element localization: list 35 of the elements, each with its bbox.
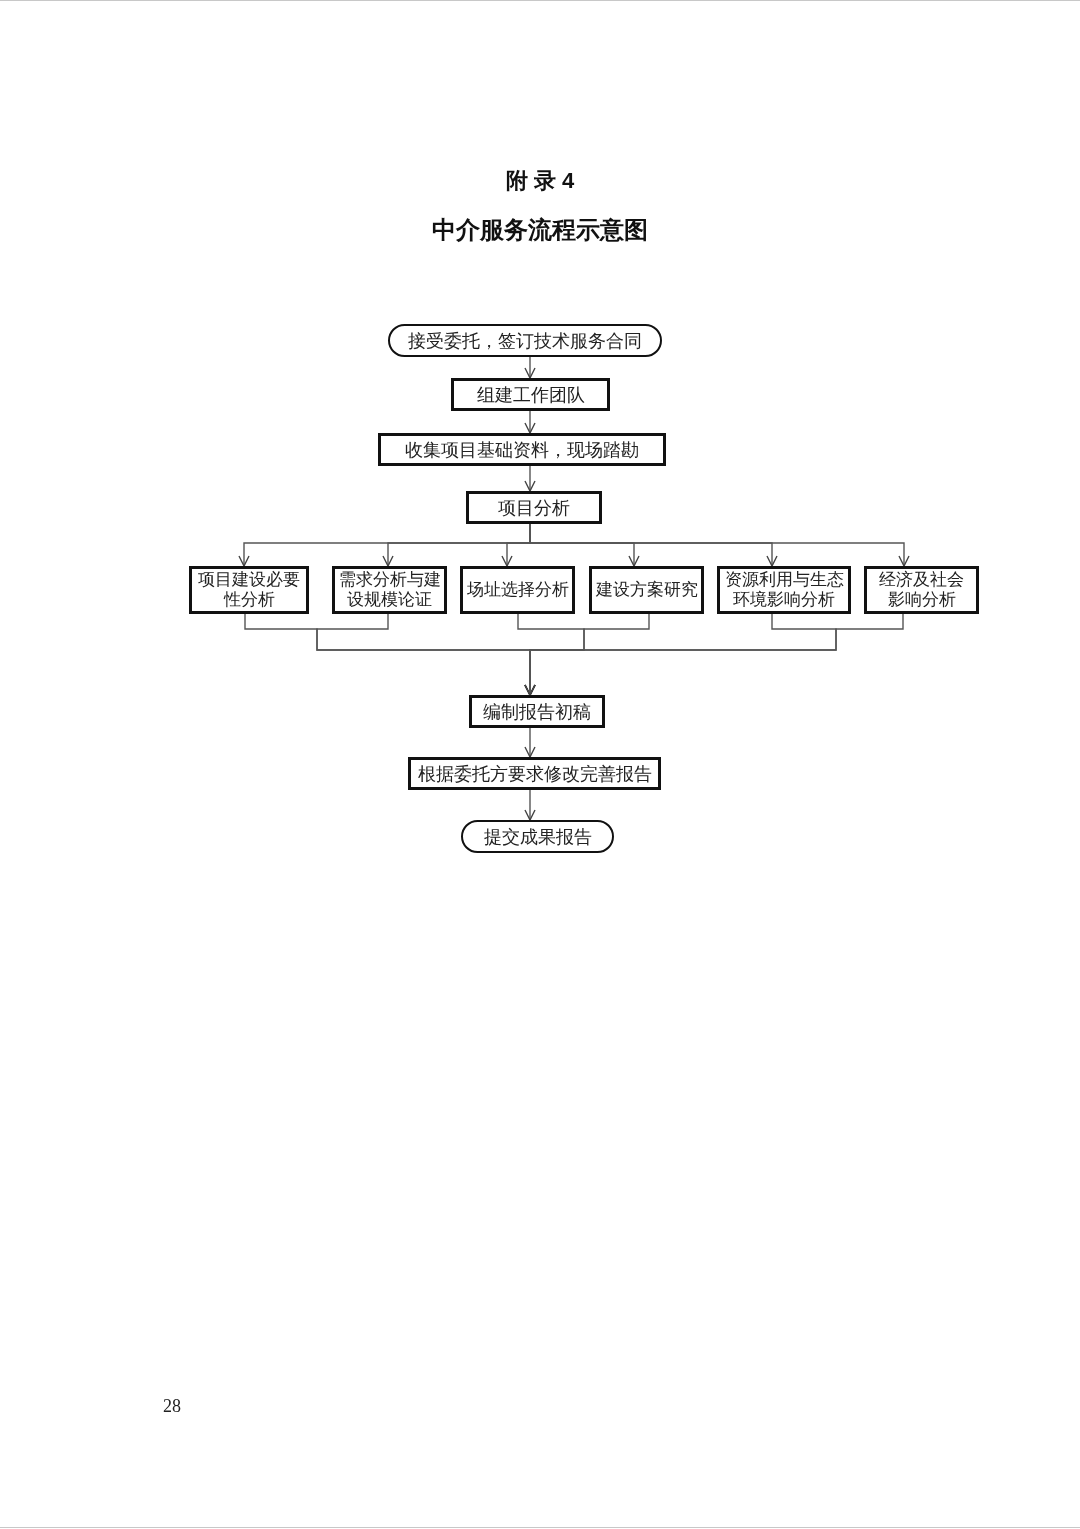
box-label: 提交成果报告 bbox=[483, 825, 592, 848]
process-box bbox=[466, 491, 602, 524]
box-label: 场址选择分析 bbox=[466, 580, 569, 600]
process-box bbox=[460, 566, 575, 614]
box-label: 资源利用与生态环境影响分析 bbox=[723, 570, 845, 610]
process-box bbox=[717, 566, 851, 614]
terminal-pill bbox=[461, 820, 614, 853]
process-box bbox=[378, 433, 666, 466]
arrow bbox=[524, 410, 536, 434]
arrow bbox=[524, 727, 536, 758]
box-label: 组建工作团队 bbox=[476, 383, 585, 406]
process-box bbox=[589, 566, 704, 614]
arrow bbox=[524, 789, 536, 821]
box-label: 收集项目基础资料，现场踏勘 bbox=[405, 438, 639, 461]
arrow bbox=[524, 613, 904, 696]
box-label: 经济及社会影响分析 bbox=[879, 570, 964, 610]
process-box bbox=[189, 566, 309, 614]
box-label: 接受委托，签订技术服务合同 bbox=[408, 329, 642, 352]
box-label: 项目建设必要性分析 bbox=[198, 570, 300, 610]
process-box bbox=[332, 566, 447, 614]
process-box bbox=[451, 378, 610, 411]
process-box bbox=[469, 695, 605, 728]
arrow bbox=[524, 465, 536, 492]
box-label: 需求分析与建设规模论证 bbox=[338, 570, 441, 610]
box-label: 项目分析 bbox=[498, 496, 570, 519]
arrow bbox=[524, 356, 536, 379]
terminal-pill bbox=[388, 324, 662, 357]
box-label: 根据委托方要求修改完善报告 bbox=[417, 762, 652, 785]
box-label: 建设方案研究 bbox=[595, 580, 698, 600]
box-label: 编制报告初稿 bbox=[483, 700, 591, 723]
process-box bbox=[408, 757, 661, 790]
appendix-heading: 附 录 4 bbox=[505, 167, 575, 195]
process-box bbox=[864, 566, 979, 614]
page-number: 28 bbox=[163, 1395, 181, 1417]
page-title: 中介服务流程示意图 bbox=[432, 215, 648, 245]
